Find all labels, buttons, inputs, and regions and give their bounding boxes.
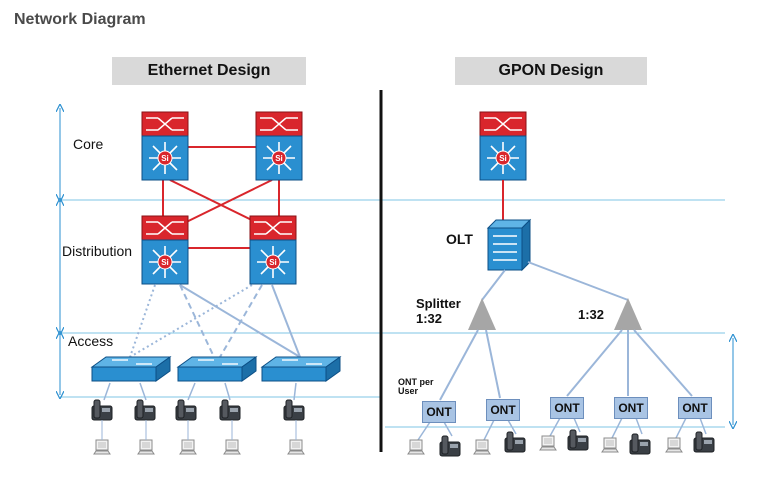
distribution-access-links	[129, 284, 301, 358]
olt-label: OLT	[446, 231, 473, 247]
page-title: Network Diagram	[14, 11, 146, 28]
access-label: Access	[68, 333, 114, 349]
core-switch-left[interactable]	[141, 111, 189, 181]
ont-box-2[interactable]: ONT	[486, 399, 520, 421]
access-switch-1[interactable]	[91, 356, 171, 382]
access-switch-3[interactable]	[261, 356, 341, 382]
distribution-switch-right[interactable]	[249, 215, 297, 285]
gpon-header: GPON Design	[455, 57, 647, 85]
ethernet-header: Ethernet Design	[112, 57, 306, 85]
ont-box-5[interactable]: ONT	[678, 397, 712, 419]
tier-arrows	[60, 108, 733, 425]
core-switch-right[interactable]	[255, 111, 303, 181]
distribution-switch-left[interactable]	[141, 215, 189, 285]
ethernet-pcs	[93, 439, 305, 455]
splitter-right	[614, 298, 642, 330]
tier-guide-lines	[60, 199, 725, 428]
splitter-label: Splitter 1:32	[416, 296, 461, 326]
ont-per-user-label: ONT per User	[398, 377, 434, 396]
gpon-core-switch[interactable]	[479, 111, 527, 181]
core-label: Core	[73, 136, 104, 152]
ont-box-3[interactable]: ONT	[550, 397, 584, 419]
ont-box-4[interactable]: ONT	[614, 397, 648, 419]
splitter-ratio-label: 1:32	[578, 307, 605, 322]
distribution-label: Distribution	[62, 243, 133, 259]
ont-box-1[interactable]: ONT	[422, 401, 456, 423]
access-switch-2[interactable]	[177, 356, 257, 382]
ethernet-phones	[91, 399, 305, 421]
splitter-left	[468, 298, 496, 330]
olt-device[interactable]	[486, 218, 532, 272]
